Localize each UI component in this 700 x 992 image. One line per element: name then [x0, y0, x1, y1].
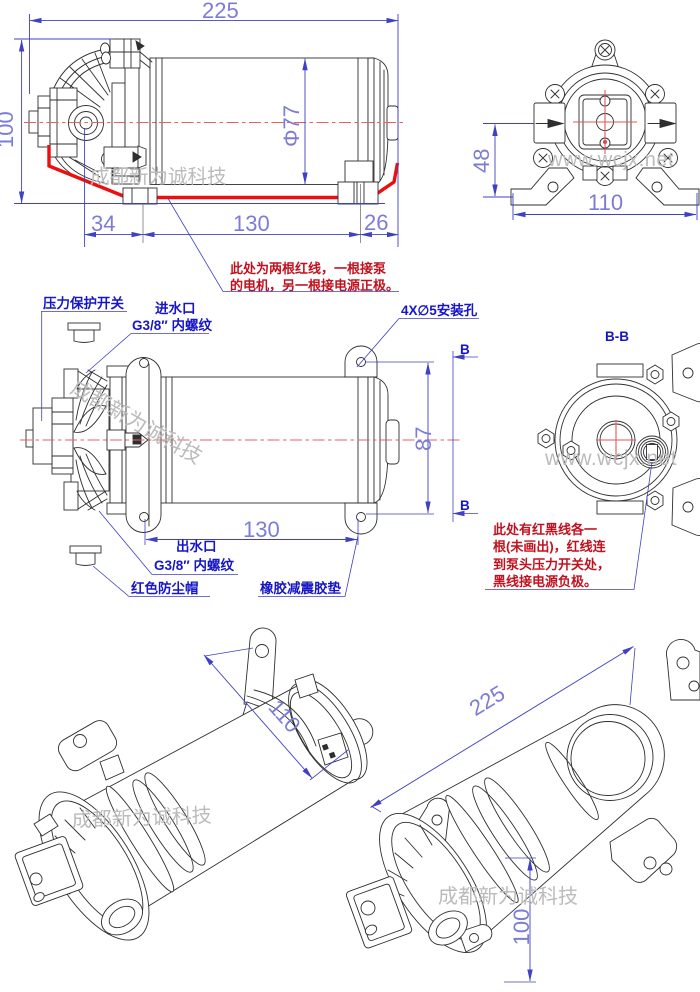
- svg-text:此处为两根红线，一根接泵: 此处为两根红线，一根接泵: [230, 261, 386, 276]
- svg-text:成都新为诚科技: 成都新为诚科技: [90, 166, 227, 188]
- svg-text:B: B: [460, 498, 470, 513]
- svg-text:进水口: 进水口: [155, 300, 196, 316]
- svg-text:26: 26: [364, 210, 388, 235]
- svg-text:橡胶减震胶垫: 橡胶减震胶垫: [260, 580, 341, 596]
- svg-text:87: 87: [411, 427, 436, 451]
- svg-text:130: 130: [233, 211, 270, 236]
- svg-text:48: 48: [469, 149, 494, 173]
- svg-text:到泵头压力开关处，: 到泵头压力开关处，: [493, 557, 610, 572]
- svg-text:110: 110: [588, 190, 623, 215]
- svg-text:红色防尘帽: 红色防尘帽: [131, 580, 199, 596]
- svg-text:4X∅5安装孔: 4X∅5安装孔: [401, 302, 478, 318]
- svg-text:的电机，另一根接电源正极。: 的电机，另一根接电源正极。: [230, 278, 399, 293]
- svg-text:B: B: [460, 342, 470, 357]
- svg-text:出水口: 出水口: [176, 538, 217, 554]
- svg-text:34: 34: [91, 211, 115, 236]
- svg-text:黑线接电源负极。: 黑线接电源负极。: [493, 574, 597, 589]
- svg-text:根(未画出)，红线连: 根(未画出)，红线连: [493, 539, 607, 554]
- svg-text:G3/8″ 内螺纹: G3/8″ 内螺纹: [154, 557, 234, 573]
- svg-text:www.wcjx.net: www.wcjx.net: [547, 149, 674, 171]
- svg-text:100: 100: [509, 909, 534, 946]
- svg-text:www.wcjx.net: www.wcjx.net: [544, 447, 677, 470]
- svg-text:130: 130: [243, 517, 280, 542]
- svg-text:225: 225: [202, 0, 239, 23]
- svg-text:压力保护开关: 压力保护开关: [43, 295, 124, 311]
- svg-text:100: 100: [0, 111, 18, 148]
- svg-text:B-B: B-B: [605, 329, 629, 344]
- svg-text:此处有红黑线各一: 此处有红黑线各一: [493, 522, 597, 537]
- svg-text:Φ77: Φ77: [279, 105, 304, 147]
- svg-text:成都新为诚科技: 成都新为诚科技: [71, 804, 212, 832]
- svg-text:成都新为诚科技: 成都新为诚科技: [438, 885, 578, 908]
- svg-text:G3/8″ 内螺纹: G3/8″ 内螺纹: [132, 317, 212, 333]
